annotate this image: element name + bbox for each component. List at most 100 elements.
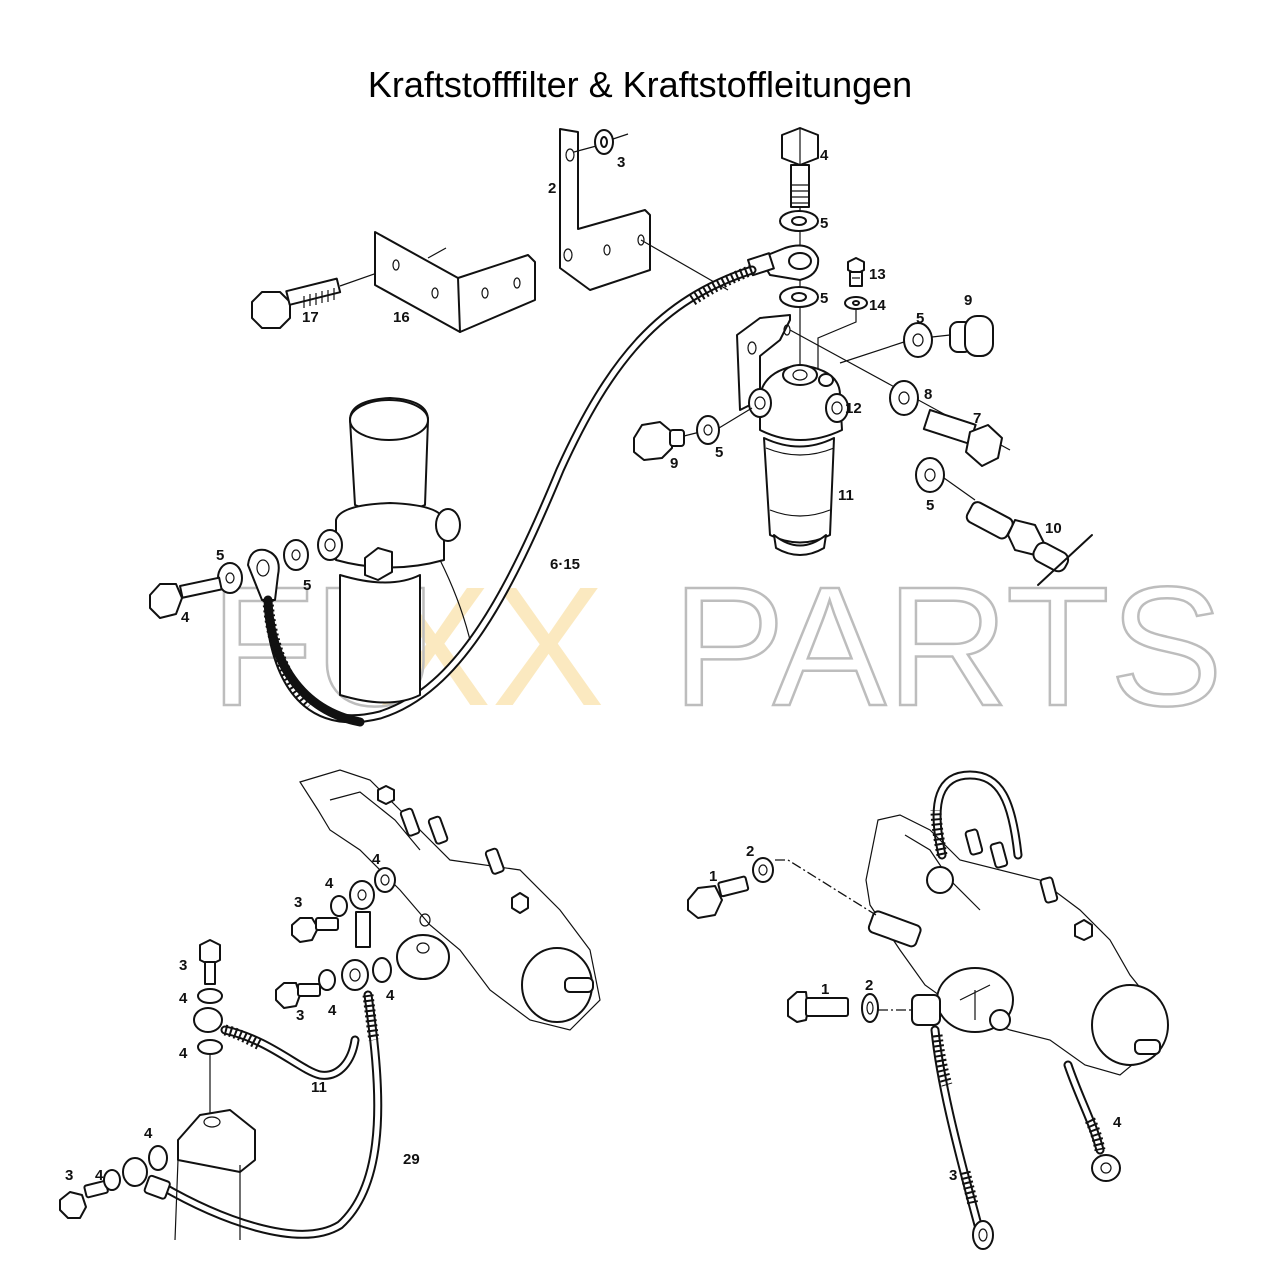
washer-4-icon bbox=[318, 969, 336, 991]
washer-hole-icon bbox=[791, 216, 807, 226]
banjo-eye-icon bbox=[972, 1220, 994, 1250]
washer-hole-icon bbox=[866, 1001, 874, 1015]
banjo-fitting-icon bbox=[349, 880, 375, 910]
banjo-fitting-icon bbox=[911, 994, 941, 1026]
injection-pump-right-icon bbox=[865, 814, 1169, 1076]
bracket-2-icon bbox=[559, 128, 729, 291]
label-3: 3 bbox=[617, 154, 625, 171]
bolt-3-bottom-icon bbox=[59, 1180, 109, 1219]
plug-9-left-icon bbox=[633, 421, 701, 461]
bolt-4-left-icon bbox=[149, 576, 223, 619]
washer-hole-icon bbox=[703, 424, 713, 436]
washer-hole-icon bbox=[225, 572, 235, 584]
label-4: 4 bbox=[181, 609, 190, 626]
washer-2-upper-icon bbox=[752, 857, 774, 883]
filter-left-icon bbox=[317, 397, 471, 704]
label-5: 5 bbox=[216, 547, 224, 564]
label-11: 11 bbox=[311, 1079, 327, 1096]
filter-head-housing-icon bbox=[736, 314, 1011, 451]
label-29: 29 bbox=[403, 1151, 420, 1168]
banjo-fitting-icon bbox=[341, 959, 369, 991]
screw-13-icon bbox=[847, 257, 865, 287]
label-5: 5 bbox=[916, 310, 924, 327]
label-6-15: 6·15 bbox=[550, 556, 580, 573]
label-4: 4 bbox=[144, 1125, 153, 1142]
bolt-7-icon bbox=[922, 408, 1003, 467]
label-9: 9 bbox=[964, 292, 972, 309]
washer-4-icon bbox=[103, 1169, 121, 1191]
hose-braid-icon bbox=[931, 1034, 953, 1087]
label-13: 13 bbox=[869, 266, 886, 283]
washer-hole-icon bbox=[1100, 1162, 1112, 1174]
washer-hole-icon bbox=[852, 300, 860, 306]
banjo-fitting-icon bbox=[747, 244, 820, 281]
bolt-3-lower-icon bbox=[275, 982, 321, 1009]
leader-line bbox=[775, 859, 877, 916]
hose-braid-icon bbox=[1085, 1117, 1106, 1152]
label-12: 12 bbox=[845, 400, 862, 417]
bolt-4-top-icon bbox=[781, 127, 819, 385]
label-5: 5 bbox=[926, 497, 934, 514]
banjo-fitting-left-icon bbox=[247, 548, 280, 601]
label-16: 16 bbox=[393, 309, 410, 326]
washer-2-lower-icon bbox=[861, 993, 879, 1023]
label-11: 11 bbox=[838, 487, 854, 504]
label-3: 3 bbox=[179, 957, 187, 974]
label-5: 5 bbox=[715, 444, 723, 461]
hose-braid-icon bbox=[930, 809, 948, 857]
label-1: 1 bbox=[709, 868, 717, 885]
top-diagram: 2 3 4 5 5 13 14 5 9 8 7 12 9 5 11 5 10 1… bbox=[149, 127, 1093, 727]
hose-29-icon bbox=[155, 990, 383, 1239]
washer-hole-icon bbox=[912, 333, 924, 347]
banjo-bolt-1-upper-icon bbox=[687, 875, 750, 919]
label-4: 4 bbox=[820, 147, 829, 164]
washer-4-icon bbox=[148, 1145, 168, 1171]
label-4: 4 bbox=[328, 1002, 337, 1019]
page-title: Kraftstofffilter & Kraftstoffleitungen bbox=[367, 64, 913, 105]
label-14: 14 bbox=[869, 297, 886, 314]
washer-5-icon bbox=[903, 322, 933, 358]
label-2: 2 bbox=[865, 977, 873, 994]
leader-line bbox=[943, 477, 976, 501]
washer-4-icon bbox=[372, 957, 392, 983]
washer-4-icon bbox=[197, 1039, 223, 1055]
filter-housing-bottom-icon bbox=[174, 1109, 256, 1241]
washer-hole-icon bbox=[380, 874, 390, 886]
bottom-left-diagram: 4 4 3 3 4 4 3 4 4 11 29 4 4 3 bbox=[59, 769, 601, 1241]
washer-hole-icon bbox=[924, 468, 936, 482]
washer-8-icon bbox=[889, 380, 919, 416]
washer-hole-icon bbox=[898, 391, 910, 405]
label-3: 3 bbox=[296, 1007, 304, 1024]
bottom-right-diagram: 1 2 1 2 3 4 bbox=[687, 770, 1169, 1250]
label-4: 4 bbox=[1113, 1114, 1122, 1131]
hose-6-15-icon bbox=[265, 264, 757, 724]
bleed-valve-10-icon bbox=[965, 501, 1093, 586]
hose-braid-icon bbox=[223, 1024, 263, 1050]
label-3: 3 bbox=[949, 1167, 957, 1184]
label-5: 5 bbox=[820, 215, 828, 232]
label-2: 2 bbox=[548, 180, 556, 197]
bracket-16-icon bbox=[374, 231, 536, 333]
hose-braid-icon bbox=[355, 911, 371, 948]
banjo-fitting-icon bbox=[193, 1007, 223, 1033]
washer-hole-icon bbox=[791, 292, 807, 302]
label-3: 3 bbox=[294, 894, 302, 911]
washer-4-icon bbox=[197, 988, 223, 1004]
label-4: 4 bbox=[179, 990, 188, 1007]
label-17: 17 bbox=[302, 309, 319, 326]
washer-5-icon bbox=[696, 415, 720, 445]
label-10: 10 bbox=[1045, 520, 1062, 537]
washer-hole-icon bbox=[758, 864, 768, 876]
label-4: 4 bbox=[325, 875, 334, 892]
washer-5-icon bbox=[283, 539, 309, 571]
label-2: 2 bbox=[746, 843, 754, 860]
leader-line bbox=[817, 309, 857, 385]
label-5: 5 bbox=[820, 290, 828, 307]
bolt-3-upper-icon bbox=[291, 917, 339, 943]
banjo-fitting-icon bbox=[122, 1157, 148, 1187]
washer-hole-icon bbox=[291, 549, 301, 561]
banjo-bolt-1-lower-icon bbox=[787, 991, 849, 1023]
washer-hole-icon bbox=[978, 1228, 988, 1242]
plug-9-right-icon bbox=[931, 315, 994, 357]
injection-pump-left-icon bbox=[299, 769, 601, 1031]
